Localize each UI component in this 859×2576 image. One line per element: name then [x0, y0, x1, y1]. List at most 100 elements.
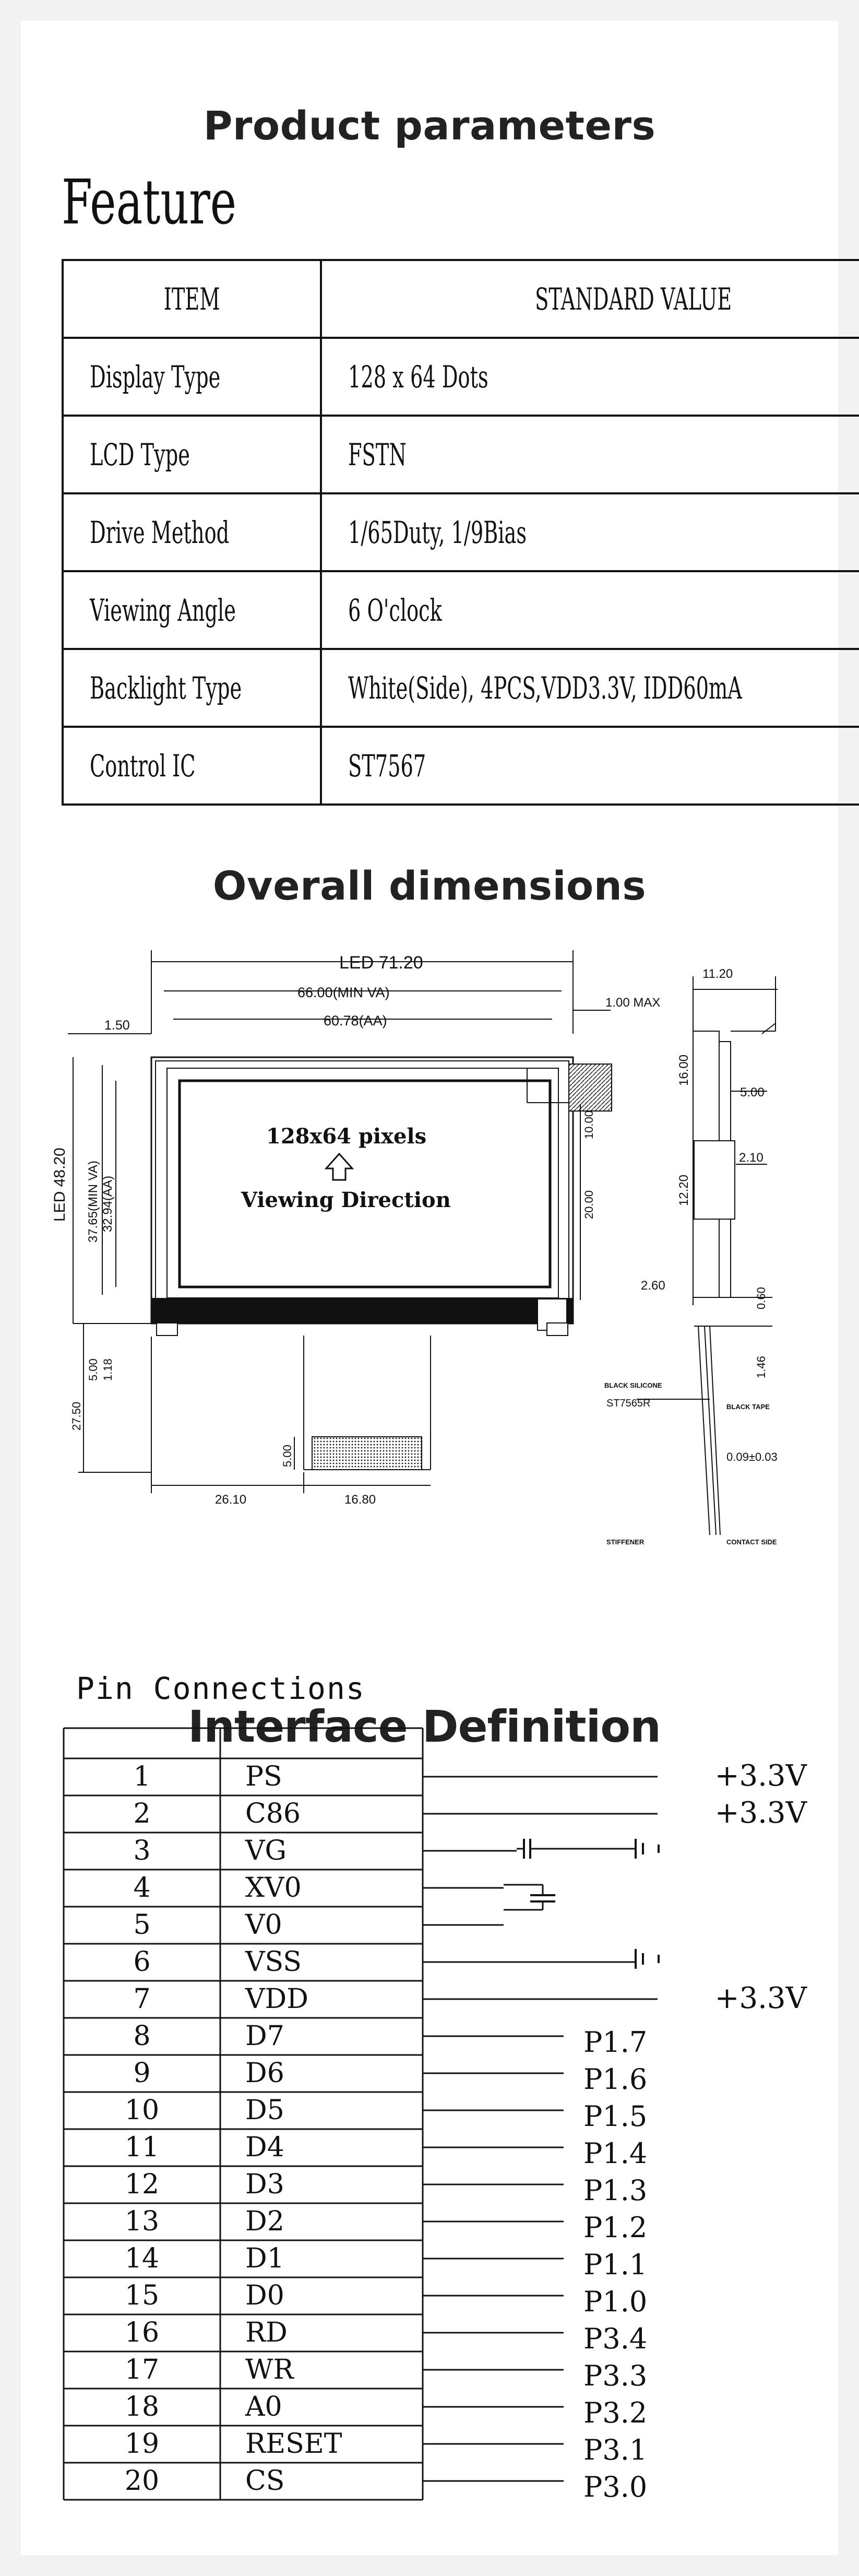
table-row: Backlight Type White(Side), 4PCS,VDD3.3V… [61, 648, 859, 728]
dim-10-label: 10.00 [582, 1110, 595, 1139]
pin-name: D5 [245, 2095, 284, 2126]
pin-number: 4 [133, 1872, 150, 1904]
corner-hatch [568, 1064, 612, 1112]
side-500-label: 5.00 [740, 1085, 765, 1100]
pin-name: D6 [245, 2058, 284, 2089]
pin-connection: P1.7 [583, 2026, 647, 2059]
pin-number: 2 [133, 1798, 150, 1829]
spec-value: 6 O'clock [348, 592, 442, 628]
pin-name: C86 [245, 1798, 301, 1829]
top-dimension-lines [68, 950, 611, 1034]
pin-number: 13 [125, 2206, 159, 2237]
pin-connection: P1.5 [583, 2100, 647, 2133]
pin-number: 8 [133, 2020, 150, 2052]
pin-name: D4 [245, 2132, 284, 2163]
led-height-label: LED 48.20 [51, 1148, 68, 1222]
min-va-height-label: 37.65(MIN VA) [86, 1161, 100, 1243]
xv0-v0-capacitor-icon [504, 1884, 555, 1911]
pin-connection: P3.3 [583, 2359, 647, 2392]
pin-name: RESET [245, 2428, 342, 2460]
screen-label: 128x64 pixels [266, 1124, 426, 1149]
max-thickness-label: 1.00 MAX [605, 996, 660, 1010]
vg-capacitor-icon [517, 1839, 660, 1859]
pin-number: 12 [125, 2169, 159, 2200]
pin-connection: P3.2 [583, 2396, 647, 2429]
pin-number: 16 [125, 2317, 159, 2348]
pin-grid [63, 1727, 424, 2501]
pin-name: A0 [245, 2391, 282, 2423]
dim-2750-label: 27.50 [70, 1402, 83, 1431]
pin-number: 15 [125, 2280, 159, 2311]
side-210-label: 2.10 [739, 1151, 763, 1165]
pin-number: 10 [125, 2095, 159, 2126]
black-silicone-label: BLACK SILICONE [604, 1381, 662, 1389]
side-260-label: 2.60 [641, 1279, 665, 1293]
side-view [637, 976, 778, 1535]
pin-name: D0 [245, 2280, 284, 2311]
interface-definition-heading: Interface Definition [188, 1701, 661, 1752]
side-1220-label: 12.20 [677, 1175, 691, 1206]
pin-connection: P1.6 [583, 2063, 647, 2096]
pin-connection: P1.1 [583, 2248, 647, 2281]
overall-dimensions-heading: Overall dimensions [212, 862, 647, 909]
table-row: LCD Type FSTN [61, 415, 859, 494]
spec-table: ITEM STANDARD VALUE Display Type 128 x 6… [61, 259, 859, 806]
pin-name: D3 [245, 2169, 284, 2200]
dim-5b-label: 5.00 [281, 1445, 294, 1467]
led-width-label: LED 71.20 [339, 953, 423, 973]
spec-value: 128 x 64 Dots [348, 359, 488, 395]
product-parameters-heading: Product parameters [203, 102, 656, 149]
spec-item: LCD Type [90, 436, 190, 472]
contact-side-label: CONTACT SIDE [726, 1538, 777, 1546]
pin-number: 18 [125, 2391, 159, 2423]
dimension-drawing: LED 71.20 66.00(MIN VA) 60.78(AA) 1.50 1… [51, 950, 778, 1546]
side-1600-label: 16.00 [677, 1055, 691, 1086]
pin-name: VSS [245, 1946, 302, 1978]
pin-connections-heading: Pin Connections [76, 1671, 365, 1706]
black-tape-label: BLACK TAPE [726, 1403, 770, 1411]
left-dimension-lines [73, 1057, 581, 1493]
side-146-label: 1.46 [755, 1356, 768, 1378]
side-009-label: 0.09±0.03 [726, 1450, 778, 1463]
spec-value: 1/65Duty, 1/9Bias [348, 514, 527, 550]
table-row: Drive Method 1/65Duty, 1/9Bias [61, 492, 859, 572]
pin-number: 17 [125, 2354, 159, 2385]
pin-number: 1 [133, 1761, 150, 1792]
pin-name: D7 [245, 2020, 284, 2052]
dim-5-label: 5.00 [87, 1358, 100, 1381]
pin-number: 20 [125, 2465, 159, 2497]
viewing-direction-label: Viewing Direction [241, 1188, 451, 1212]
pin-wires [423, 1776, 658, 2482]
pin-name: D1 [245, 2243, 284, 2274]
vss-ground-icon [635, 1949, 660, 1969]
pin-name: WR [245, 2354, 294, 2385]
header-item: ITEM [163, 281, 220, 317]
pin-name: CS [245, 2465, 284, 2497]
ic-label: ST7565R [606, 1398, 651, 1409]
dim-20-label: 20.00 [582, 1190, 595, 1219]
spec-item: Backlight Type [90, 670, 242, 706]
table-row: Viewing Angle 6 O'clock [61, 570, 859, 650]
pin-connection: P3.1 [583, 2433, 647, 2466]
table-row: Control IC ST7567 [61, 726, 859, 806]
spec-item: Control IC [90, 748, 196, 784]
left-margin-label: 1.50 [104, 1018, 130, 1033]
side-width-label: 11.20 [702, 967, 733, 981]
spec-item: Display Type [90, 359, 221, 395]
side-060-label: 0.60 [755, 1287, 768, 1309]
pin-connection: P3.4 [583, 2322, 647, 2355]
pin-number: 19 [125, 2428, 159, 2460]
aa-height-label: 32.94(AA) [101, 1176, 115, 1232]
fpc-tail [303, 1336, 431, 1470]
pin-connection: P1.2 [583, 2211, 647, 2244]
pin-name: VDD [245, 1983, 308, 2015]
pin-connection: +3.3V [715, 1981, 808, 2015]
pin-name: XV0 [245, 1872, 302, 1904]
spec-value: ST7567 [348, 748, 426, 784]
pin-number: 6 [133, 1946, 150, 1978]
pin-number: 14 [125, 2243, 159, 2274]
bottom-black-band [151, 1298, 573, 1323]
pin-number: 7 [133, 1983, 150, 2015]
pin-number: 9 [133, 2058, 150, 2089]
